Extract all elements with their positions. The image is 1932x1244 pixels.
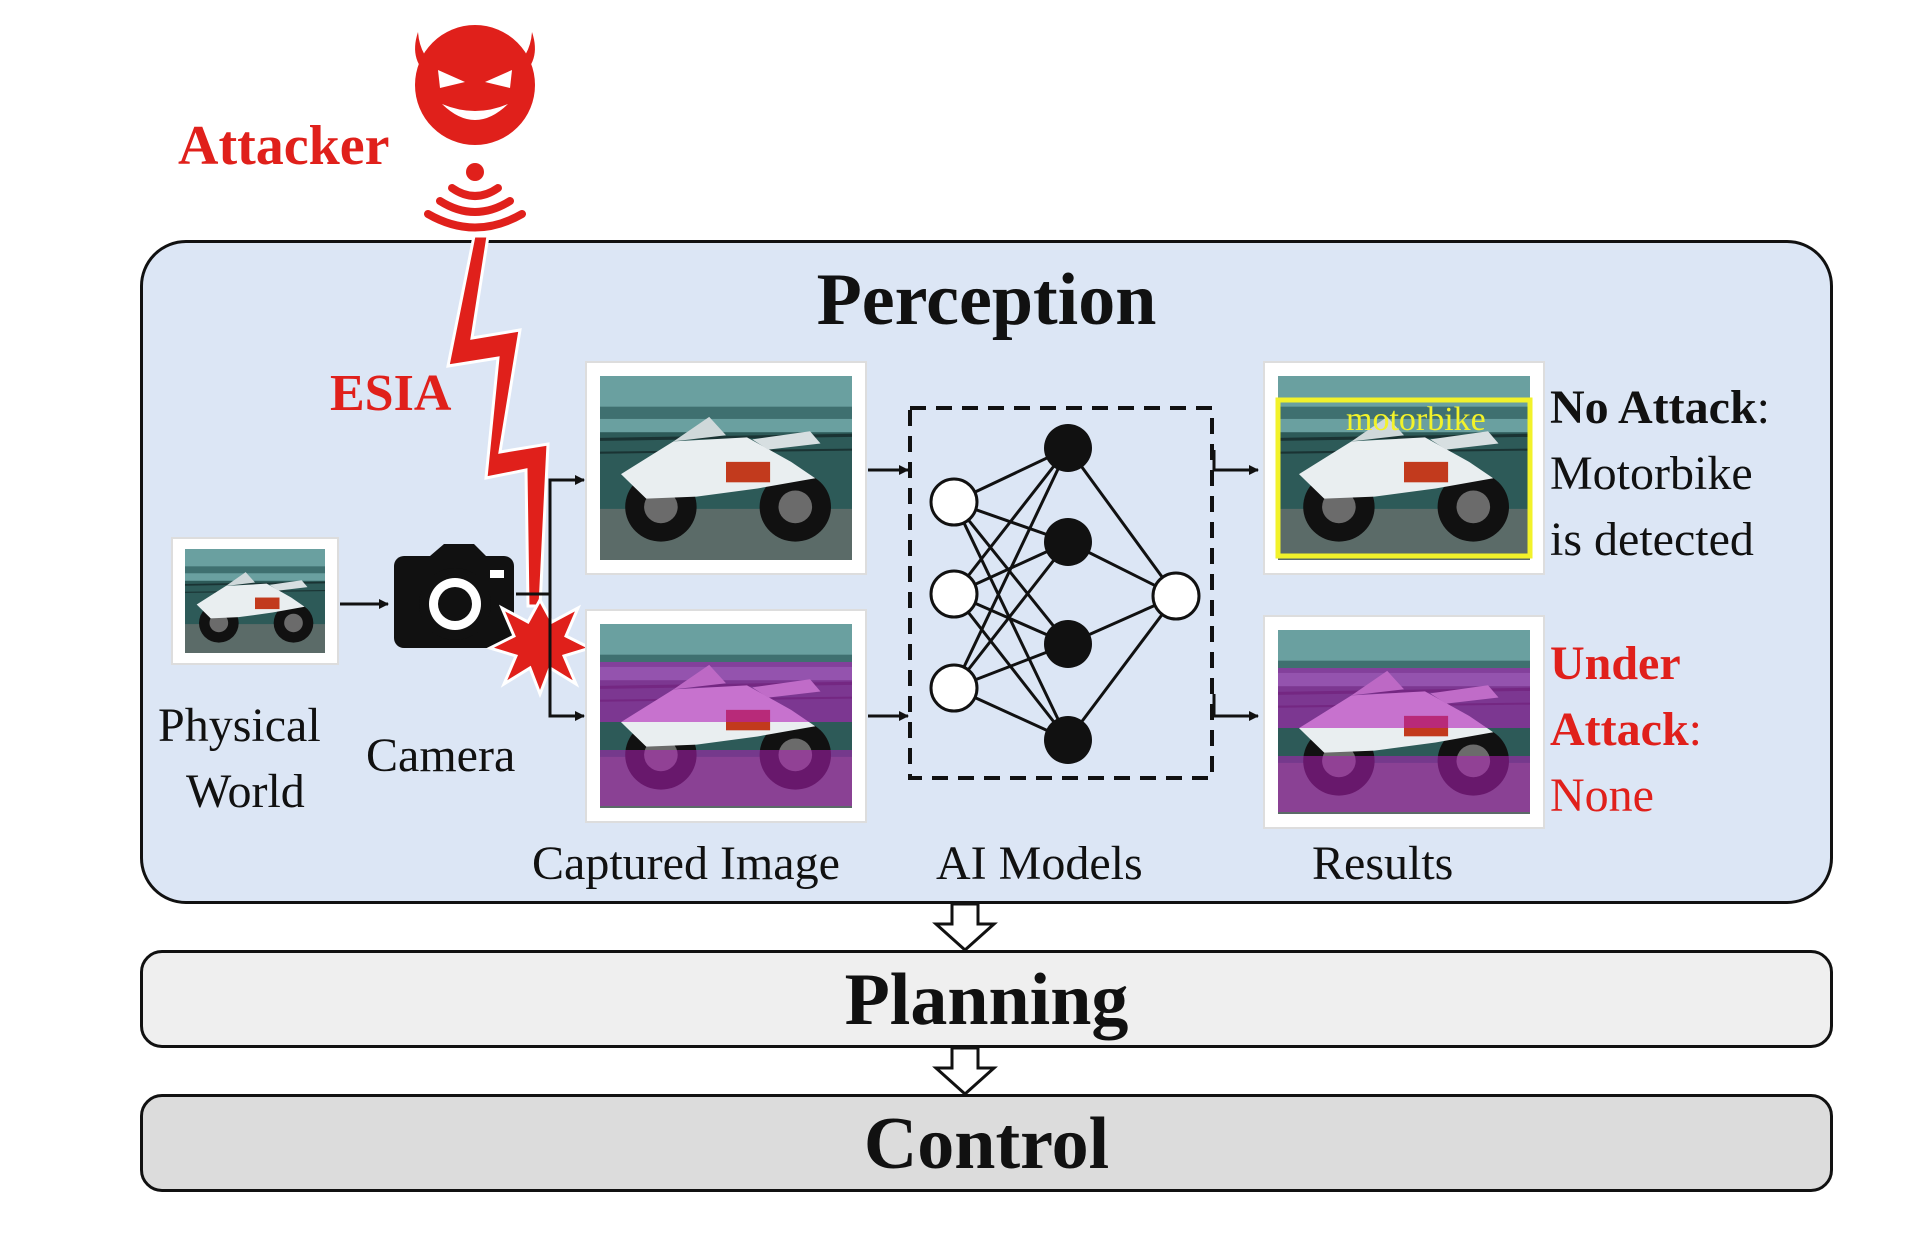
physical-world-label-line1: Physical (158, 699, 321, 752)
under-attack-heading-line2: Attack: (1550, 706, 1702, 754)
under-attack-heading-line1: Under (1550, 637, 1681, 690)
no-attack-colon: : (1756, 381, 1770, 434)
camera-icon (394, 544, 514, 648)
planning-title: Planning (844, 959, 1129, 1041)
ai-models-label: AI Models (936, 837, 1143, 890)
neural-network-icon (908, 406, 1214, 780)
esia-label: ESIA (330, 365, 452, 422)
result-detected-image: motorbike (1263, 361, 1545, 575)
result-attacked-image (1263, 615, 1545, 829)
no-attack-heading: No Attack: (1550, 384, 1770, 432)
under-attack-colon: : (1688, 703, 1702, 756)
camera-label: Camera (366, 729, 516, 782)
devil-icon (415, 25, 535, 181)
captured-image-clean (585, 361, 867, 575)
results-label: Results (1312, 837, 1454, 890)
explosion-burst-icon (485, 596, 595, 699)
no-attack-title: No Attack (1550, 381, 1757, 434)
perception-title: Perception (816, 259, 1157, 341)
captured-image-label: Captured Image (532, 837, 840, 890)
under-attack-title: Attack (1550, 703, 1689, 756)
physical-world-label-line2: World (186, 765, 305, 818)
control-panel: Control (140, 1094, 1833, 1192)
under-attack-result: None (1550, 769, 1654, 822)
physical-world-photo (171, 537, 339, 665)
signal-waves-icon (424, 184, 526, 232)
no-attack-line2: Motorbike (1550, 447, 1753, 500)
attacker-label: Attacker (178, 115, 390, 177)
detection-label: motorbike (1346, 401, 1486, 438)
stage-transition-arrows (932, 902, 998, 1097)
detection-bounding-box (1275, 397, 1533, 559)
no-attack-line3: is detected (1550, 513, 1754, 566)
control-title: Control (863, 1103, 1110, 1185)
captured-image-attacked (585, 609, 867, 823)
planning-panel: Planning (140, 950, 1833, 1048)
